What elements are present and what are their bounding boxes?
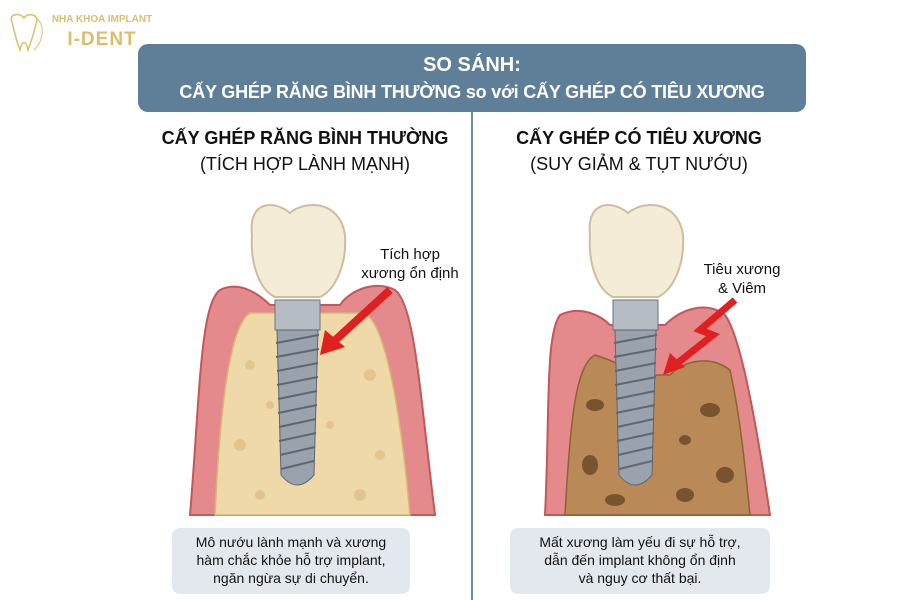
- left-label-line2: xương ổn định: [361, 265, 459, 282]
- left-title: CẤY GHÉP RĂNG BÌNH THƯỜNG: [161, 128, 449, 148]
- left-caption-line2: hàm chắc khỏe hỗ trợ implant,: [196, 552, 386, 568]
- right-label-line1: Tiêu xương: [703, 261, 781, 278]
- right-caption: Mất xương làm yếu đi sự hỗ trợ, dẫn đến …: [510, 528, 770, 594]
- left-subtitle: (TÍCH HỢP LÀNH MẠNH): [199, 154, 411, 174]
- right-caption-line2: dẫn đến implant không ổn định: [544, 552, 736, 568]
- left-caption-line1: Mô nướu lành mạnh và xương: [195, 534, 387, 550]
- right-callout-label: Tiêu xương & Viêm: [692, 260, 792, 298]
- header-line1: SO SÁNH:: [423, 54, 521, 76]
- logo: NHA KHOA IMPLANT I-DENT: [4, 8, 154, 58]
- right-label-line2: & Viêm: [717, 280, 767, 297]
- left-column-heading: CẤY GHÉP RĂNG BÌNH THƯỜNG (TÍCH HỢP LÀNH…: [142, 126, 468, 176]
- right-subtitle: (SUY GIẢM & TỤT NƯỚU): [530, 154, 748, 174]
- bone-loss-implant-illustration: [543, 204, 772, 516]
- left-caption-line3: ngăn ngừa sự di chuyển.: [213, 570, 369, 586]
- left-label-line1: Tích hợp: [380, 246, 440, 263]
- left-callout-label: Tích hợp xương ổn định: [350, 245, 470, 283]
- right-column-heading: CẤY GHÉP CÓ TIÊU XƯƠNG (SUY GIẢM & TỤT N…: [476, 126, 802, 176]
- right-caption-line1: Mất xương làm yếu đi sự hỗ trợ,: [539, 534, 741, 550]
- tooth-logo-icon: [10, 13, 43, 53]
- logo-small-text: NHA KHOA IMPLANT: [51, 14, 153, 25]
- left-caption: Mô nướu lành mạnh và xương hàm chắc khỏe…: [172, 528, 410, 594]
- header-line2: CẤY GHÉP RĂNG BÌNH THƯỜNG so với CẤY GHÉ…: [179, 82, 765, 102]
- column-divider: [471, 112, 473, 600]
- healthy-implant-illustration: [188, 204, 437, 516]
- logo-text: NHA KHOA IMPLANT I-DENT: [50, 14, 154, 51]
- right-caption-line3: và nguy cơ thất bại.: [578, 570, 702, 586]
- right-title: CẤY GHÉP CÓ TIÊU XƯƠNG: [516, 128, 762, 148]
- logo-big-text: I-DENT: [67, 29, 137, 50]
- header-banner: SO SÁNH: CẤY GHÉP RĂNG BÌNH THƯỜNG so vớ…: [138, 44, 806, 112]
